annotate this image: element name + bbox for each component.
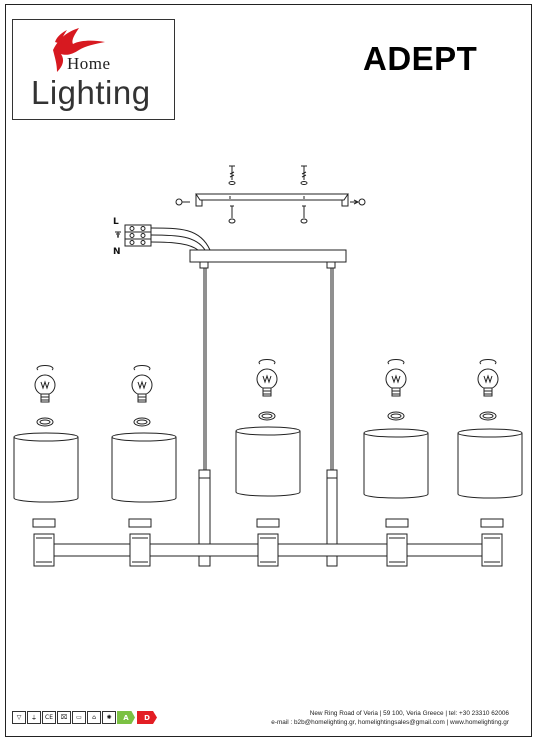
lamp-unit-2 bbox=[111, 365, 177, 567]
ground-icon: ⏚ bbox=[27, 711, 41, 724]
bulb-icon bbox=[34, 374, 56, 403]
weee-icon: ⌧ bbox=[57, 711, 71, 724]
bulb-icon: ✺ bbox=[102, 711, 116, 724]
page-frame bbox=[5, 4, 532, 737]
rotate-arrow-icon bbox=[387, 359, 405, 365]
rotate-arrow-icon bbox=[479, 359, 497, 365]
socket-cap bbox=[256, 518, 280, 528]
shade-ring bbox=[479, 411, 497, 421]
bulb-icon bbox=[256, 368, 278, 397]
wire-label-neutral: N bbox=[113, 247, 121, 257]
mounting-bracket bbox=[195, 193, 349, 207]
rod-left bbox=[198, 469, 211, 567]
brand-name-bottom: Lighting bbox=[31, 74, 151, 111]
lamp-shade bbox=[13, 432, 79, 503]
wall-plug-icon bbox=[228, 205, 236, 224]
rotate-arrow-icon bbox=[258, 359, 276, 365]
certification-row: ▽ ⏚ CE ⌧ ▭ ⌂ ✺ bbox=[12, 710, 116, 725]
footer-address: New Ring Road of Veria | 59 100, Veria G… bbox=[309, 710, 509, 717]
terminal-block bbox=[124, 224, 211, 251]
lamp-shade bbox=[111, 432, 177, 503]
side-screw-left-icon bbox=[175, 198, 190, 206]
lamp-socket bbox=[386, 533, 408, 567]
lamp-socket bbox=[257, 533, 279, 567]
energy-label: A D bbox=[117, 711, 157, 724]
product-title: ADEPT bbox=[363, 40, 478, 77]
wall-plug-icon bbox=[300, 205, 308, 224]
cable-holder-left bbox=[199, 261, 209, 269]
shade-ring bbox=[387, 411, 405, 421]
footer-contact: e-mail : b2b@homelighting.gr, homelighti… bbox=[271, 719, 509, 726]
ce-icon: CE bbox=[42, 711, 56, 724]
rotate-arrow-icon bbox=[133, 365, 151, 371]
v-icon: ▽ bbox=[12, 711, 26, 724]
ceiling-canopy bbox=[189, 249, 347, 263]
side-screw-right-icon bbox=[350, 198, 366, 206]
lamp-unit-1 bbox=[13, 365, 79, 567]
wire-label-live: L bbox=[113, 217, 119, 227]
socket-cap bbox=[32, 518, 56, 528]
socket-cap bbox=[385, 518, 409, 528]
cable-holder-right bbox=[326, 261, 336, 269]
ground-symbol-icon bbox=[115, 231, 121, 238]
energy-class-d: D bbox=[137, 711, 157, 724]
energy-class-a: A bbox=[117, 711, 135, 724]
lamp-shade bbox=[363, 428, 429, 499]
lamp-units bbox=[13, 359, 523, 567]
lamp-unit-3 bbox=[235, 359, 301, 567]
lamp-socket bbox=[129, 533, 151, 567]
lamp-socket bbox=[481, 533, 503, 567]
socket-cap bbox=[128, 518, 152, 528]
shade-ring bbox=[36, 417, 54, 427]
rotate-arrow-icon bbox=[36, 365, 54, 371]
lamp-socket bbox=[33, 533, 55, 567]
socket-cap bbox=[480, 518, 504, 528]
lamp-shade bbox=[457, 428, 523, 499]
bulb-icon bbox=[131, 374, 153, 403]
shade-ring bbox=[258, 411, 276, 421]
shade-ring bbox=[133, 417, 151, 427]
flame-figure-icon bbox=[53, 28, 105, 72]
rod-right bbox=[326, 469, 338, 567]
brand-name-top: Home bbox=[67, 54, 111, 73]
lamp-shade bbox=[235, 426, 301, 497]
screw-icon bbox=[300, 165, 308, 185]
screw-icon bbox=[228, 165, 236, 185]
brand-logo: Home Lighting bbox=[12, 19, 175, 120]
bulb-icon bbox=[477, 368, 499, 397]
lamp-unit-4 bbox=[363, 359, 429, 567]
lamp-unit-5 bbox=[457, 359, 523, 567]
home-icon: ⌂ bbox=[87, 711, 101, 724]
bulb-icon bbox=[385, 368, 407, 397]
ip20-icon: ▭ bbox=[72, 711, 86, 724]
